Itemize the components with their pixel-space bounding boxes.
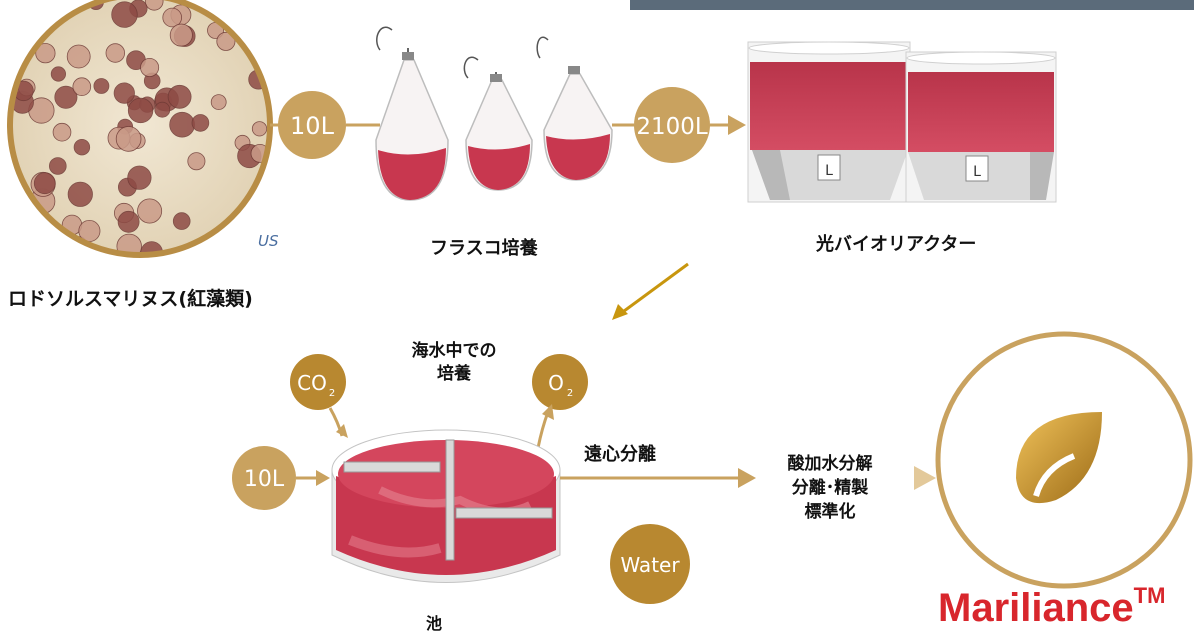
algae-cell: [137, 198, 163, 224]
flow-line: [536, 411, 550, 449]
algae-cell: [162, 7, 183, 28]
algae-cell: [54, 85, 78, 109]
pond-raceway-icon: [331, 429, 561, 583]
algae-cell: [140, 58, 160, 78]
algae-cell: [167, 84, 192, 109]
arrow-head: [542, 404, 554, 420]
arrow-head: [612, 304, 628, 320]
algae-cell: [154, 101, 171, 118]
volume-badge-2100l: 2100L: [634, 87, 710, 163]
algae-cell: [239, 206, 263, 231]
algae-cell: [187, 152, 206, 171]
o2-badge: O 2: [532, 354, 588, 410]
species-small-label: US: [258, 232, 279, 250]
algae-cell: [113, 82, 135, 104]
process-step-2: 分離･精製: [791, 478, 869, 498]
algae-cell: [93, 78, 110, 94]
process-step-1: 酸加水分解: [787, 454, 873, 474]
photobioreactor-label: 光バイオリアクター: [816, 234, 977, 255]
algae-cell: [172, 212, 191, 230]
brand-trademark: TM: [1133, 582, 1166, 608]
svg-text:2: 2: [567, 388, 573, 399]
arrow-head: [914, 466, 936, 490]
svg-text:Water: Water: [620, 553, 680, 577]
svg-text:10L: 10L: [244, 467, 285, 492]
volume-badge-10l-bottom: 10L: [232, 446, 296, 510]
algae-cell: [67, 181, 93, 207]
algae-cell: [191, 114, 210, 132]
algae-cell: [111, 1, 138, 28]
algae-cell: [12, 23, 28, 47]
algae-cell: [117, 210, 140, 233]
algae-cells-image: [7, 0, 273, 258]
algae-cell: [50, 66, 67, 82]
svg-text:10L: 10L: [290, 112, 335, 140]
header-bar: [630, 0, 1194, 10]
svg-text:2100L: 2100L: [636, 114, 708, 140]
algae-cell: [35, 43, 56, 64]
algae-cell: [210, 94, 227, 110]
algae-cell: [52, 122, 72, 142]
algae-cell: [73, 138, 91, 156]
arrow-head: [738, 468, 756, 488]
svg-text:O: O: [548, 371, 564, 395]
arrow-head: [316, 470, 330, 486]
pond-label: 池: [426, 614, 443, 633]
arrow-head: [728, 115, 746, 135]
svg-text:L: L: [973, 164, 981, 180]
process-step-3: 標準化: [804, 502, 856, 522]
algae-cell: [22, 216, 39, 233]
svg-text:2: 2: [329, 388, 335, 399]
centrifuge-label: 遠心分離: [584, 444, 656, 465]
arrow-head: [336, 424, 348, 438]
algae-cell: [105, 43, 126, 63]
culture-flask-icon: [375, 26, 613, 201]
seawater-culture-line2: 培養: [437, 364, 471, 384]
algae-cell: [44, 241, 65, 253]
algae-cell: [33, 172, 56, 195]
seawater-culture-line1: 海水中での: [411, 341, 497, 361]
algae-cell: [127, 97, 154, 124]
algae-cell: [127, 165, 152, 190]
algae-cell: [251, 121, 268, 137]
co2-badge: CO 2: [290, 354, 346, 410]
species-caption: ロドソルスマリヌス(紅藻類): [8, 288, 253, 310]
algae-cell: [169, 23, 193, 47]
algae-cell: [49, 157, 67, 175]
algae-cell: [46, 0, 62, 13]
flask-culture-label: フラスコ培養: [430, 238, 538, 259]
algae-cell: [72, 77, 92, 96]
algae-cell: [115, 126, 142, 152]
flow-arrow: [619, 262, 689, 316]
algae-cell: [144, 0, 164, 11]
algae-cell: [230, 231, 251, 252]
process-steps-label: 酸加水分解 分離･精製 標準化: [760, 452, 900, 524]
seawater-culture-label: 海水中での 培養: [384, 340, 524, 386]
brand-name: MarilianceTM: [938, 582, 1166, 631]
algae-cell: [169, 111, 195, 138]
drop-leaf-logo-icon: [935, 331, 1193, 589]
volume-badge-10l: 10L: [278, 91, 346, 159]
water-badge: Water: [610, 524, 690, 604]
svg-text:CO: CO: [297, 371, 327, 395]
brand-text: Mariliance: [938, 586, 1134, 630]
algae-cell: [216, 31, 236, 51]
algae-cell: [66, 44, 91, 69]
photobioreactor-tank-icon: L L: [747, 41, 1057, 203]
svg-text:L: L: [825, 163, 833, 179]
